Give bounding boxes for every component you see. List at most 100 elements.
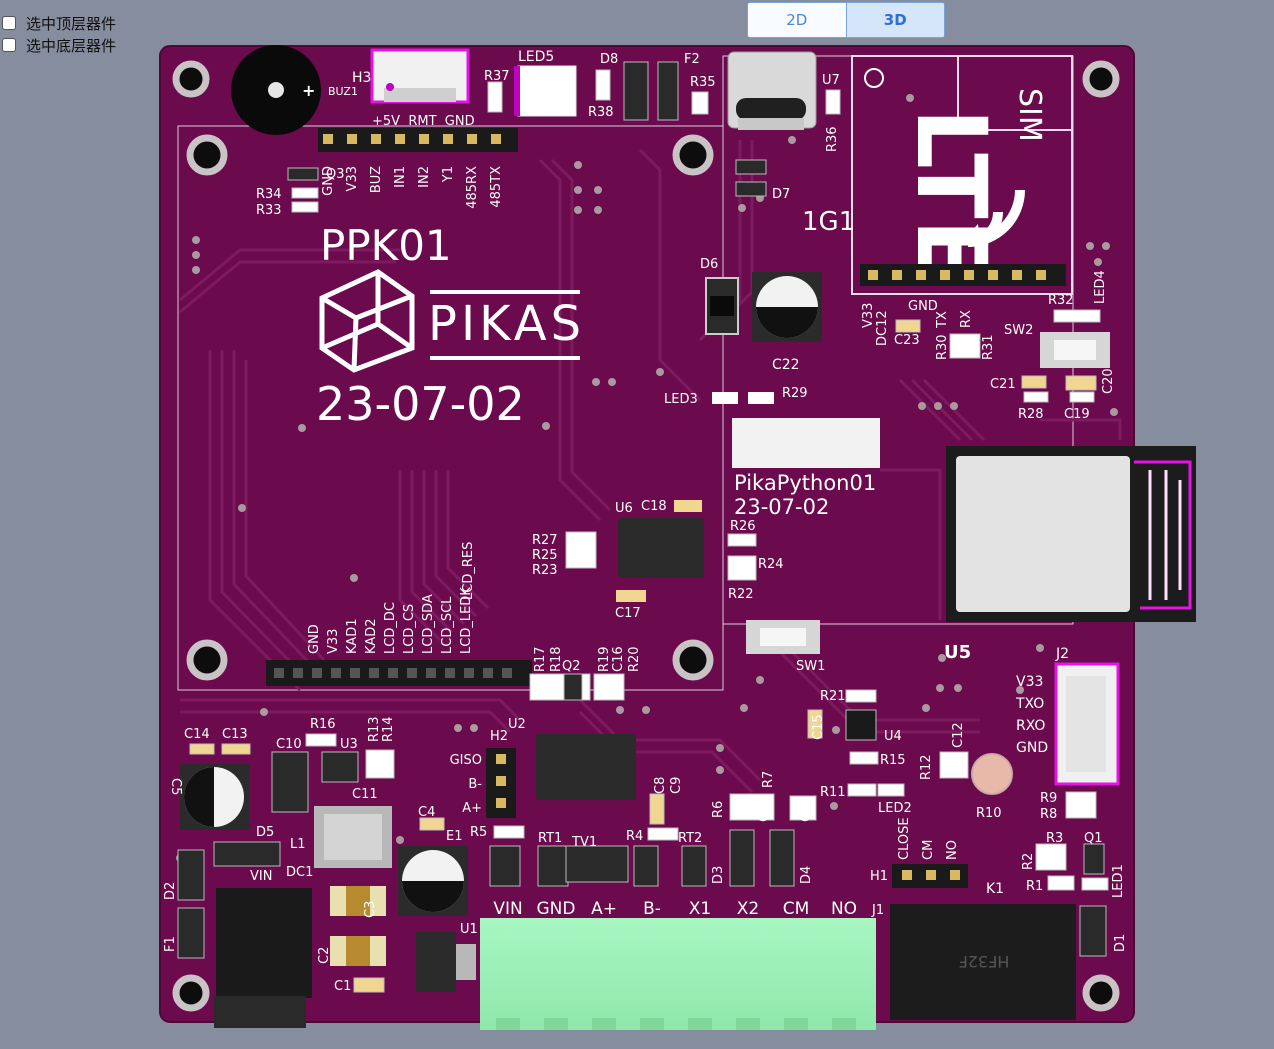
lcd-pin-label: GND [307,624,322,654]
view-3d-button[interactable]: 3D [845,3,944,37]
ref-c22: C22 [772,357,800,373]
ref-r17: R17 [533,646,548,672]
ref-r10: R10 [976,806,1002,821]
ref-e1: E1 [446,829,463,844]
ref-q2: Q2 [562,659,581,674]
smd-part [727,533,757,547]
select-bottom-layer-row[interactable]: 选中底层器件 [0,34,116,56]
smd-part [537,845,569,887]
ref-c16: C16 [611,646,626,672]
pikas-logo-text: PIKAS [428,296,585,352]
header-pin-label: 485RX [465,166,480,209]
ref-r6: R6 [711,801,726,818]
lte-pin-label: GND [908,299,938,314]
smd-part [291,187,319,199]
view-mode-toggle: 2D 3D [747,2,945,38]
ref-r23: R23 [532,563,558,578]
ref-c5: C5 [168,778,183,795]
header-pin [371,134,381,144]
smd-part [727,555,757,581]
smd-part [789,795,817,821]
lcd-pin-label: LCD_RES [461,542,476,600]
select-top-layer-row[interactable]: 选中顶层器件 [0,12,116,34]
lcd-pin [407,668,417,678]
ref-k1: K1 [986,881,1004,897]
terminal-label: B- [643,899,661,919]
lcd-pin-label: LCD_SCL [440,596,455,654]
switch-sw2: SW2 [1004,323,1110,368]
select-top-layer-checkbox[interactable] [2,16,16,30]
smd-part [1065,375,1097,391]
select-bottom-layer-label: 选中底层器件 [26,36,117,55]
header-pin-label: Y1 [441,166,456,183]
h2-pin-label: GISO [450,753,482,768]
uart-pin-label: RXO [1016,718,1045,734]
regulator-u1: U1 [416,922,478,992]
ref-sw1: SW1 [796,659,825,674]
terminal-label: VIN [493,899,522,919]
ref-r2: R2 [1021,853,1036,870]
h2-pin-label: A+ [462,801,482,816]
h1-pin-label: CM [921,840,936,860]
select-top-layer-label: 选中顶层器件 [26,14,117,33]
ref-d3: D3 [711,866,726,884]
header-pin [419,134,429,144]
smd-part [493,825,525,839]
terminal-label: A+ [591,899,617,919]
ref-led4: LED4 [1093,270,1108,304]
ref-r33: R33 [256,203,282,218]
header-pin [443,134,453,144]
smd-part [657,61,679,121]
smd-part [845,709,877,741]
ref-c9: C9 [669,777,684,794]
lcd-pin-label: KAD2 [364,619,379,654]
ref-c20: C20 [1101,368,1116,394]
smd-part [291,201,319,213]
buzzer-bz1: + BUZ1 [231,45,358,135]
header-pin-label: BUZ [369,166,384,193]
diode-d6: D6 [700,257,739,335]
lte-pin-label: RX [959,310,974,328]
switch-sw1: SW1 [746,620,825,674]
ref-dc1: DC1 [286,865,313,880]
ref-r12: R12 [919,754,934,780]
ref-r38: R38 [588,105,614,120]
select-bottom-layer-checkbox[interactable] [2,38,16,52]
lte-pin-label: TX [935,311,950,329]
ref-r16: R16 [310,717,336,732]
sub-date: 23-07-02 [734,495,829,519]
h1-pin [902,870,912,880]
lte-pin [868,270,878,280]
ref-r1: R1 [1026,879,1043,894]
ref-r9: R9 [1040,791,1057,806]
smd-part [419,817,445,831]
view-2d-button[interactable]: 2D [748,3,846,37]
lcd-pin [426,668,436,678]
header-pin-label: IN1 [393,166,408,188]
module-u5: U5 [944,446,1196,663]
ref-r25: R25 [532,548,558,563]
smd-part [593,673,625,701]
ref-u3: U3 [340,737,358,752]
terminal-label: X1 [689,899,711,919]
smd-part [735,181,767,197]
ref-rt2: RT2 [678,831,702,846]
lte-pin [1036,270,1046,280]
lte-pin-label: V33 [861,303,876,328]
ref-r19: R19 [597,646,612,672]
lte-pin [940,270,950,280]
ref-r24: R24 [758,557,784,572]
smd-part [177,907,205,959]
terminal-slot [640,1018,664,1030]
ref-led1: LED1 [1111,864,1126,898]
header-pin [491,134,501,144]
smd-part [681,845,707,887]
ref-r13: R13 [367,716,382,742]
lcd-pin-label: V33 [326,629,341,654]
smd-part [213,841,281,867]
display-tag [732,418,880,468]
